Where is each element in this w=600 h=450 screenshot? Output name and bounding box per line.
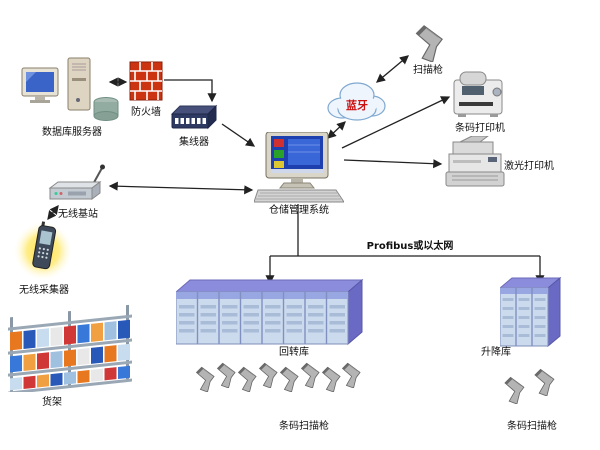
bluetooth-cloud-text: 蓝牙 [346, 98, 368, 112]
bus-label: Profibus或以太网 [366, 241, 454, 252]
edge-hub-wms [221, 123, 256, 147]
wireless-station-label: 无线基站 [58, 209, 98, 220]
carousel-label: 回转库 [279, 347, 309, 358]
hub-label: 集线器 [179, 137, 209, 148]
scan-gun-label: 扫描枪 [413, 65, 443, 76]
edge-wms-barcodeprinter [341, 96, 451, 149]
edge-bluetooth-gun [376, 55, 409, 83]
wireless-station-icon [48, 164, 105, 200]
bluetooth-cloud-node: 蓝牙 [324, 78, 390, 126]
wms-computer-icon [254, 132, 344, 203]
edge-firewall-hub [164, 79, 217, 103]
firewall-icon [129, 61, 163, 101]
edge-wms-laserprinter [343, 159, 443, 169]
barcode-scanners-right-icons [503, 368, 556, 404]
database-server-node [20, 56, 120, 126]
wireless-collector-node [12, 218, 74, 284]
laser-printer-label: 激光打印机 [504, 161, 554, 172]
barcode-scanners-right-node [496, 358, 562, 418]
edge-station-collector [47, 204, 59, 221]
lift-icon [500, 276, 562, 348]
barcode-scanners-mid-node [190, 350, 362, 416]
barcode-printer-label: 条码打印机 [455, 123, 505, 134]
cloud-icon: 蓝牙 [327, 82, 386, 121]
wireless-station-node [42, 162, 108, 208]
wms-node [254, 132, 344, 204]
barcode-printer-icon [453, 71, 503, 117]
laser-printer-node [444, 136, 506, 190]
lift-label: 升降库 [481, 347, 511, 358]
barcode-printer-node [452, 70, 508, 122]
scan-gun-icon [414, 24, 445, 62]
lift-node [500, 276, 564, 356]
shelf-label: 货架 [42, 397, 62, 408]
barcode-scanners-mid-label: 条码扫描枪 [279, 421, 329, 432]
edge-station-wms [108, 181, 254, 195]
edge-wms-bluetooth [327, 121, 346, 139]
scan-gun-node [404, 24, 448, 64]
carousel-icon [176, 278, 364, 346]
database-server-icon [21, 57, 119, 121]
database-server-label: 数据库服务器 [42, 127, 102, 138]
shelf-icon [8, 304, 132, 392]
barcode-scanners-mid-icons [195, 362, 362, 392]
hub-icon [170, 104, 218, 130]
firewall-label: 防火墙 [131, 107, 161, 118]
wireless-collector-label: 无线采集器 [19, 285, 69, 296]
laser-printer-icon [445, 136, 505, 187]
barcode-scanners-right-label: 条码扫描枪 [507, 421, 557, 432]
shelf-node [4, 296, 138, 392]
hub-node [166, 104, 220, 136]
wms-label: 仓储管理系统 [269, 205, 329, 216]
carousel-node [176, 278, 364, 352]
firewall-node [128, 60, 166, 104]
wireless-collector-icon [14, 221, 72, 280]
